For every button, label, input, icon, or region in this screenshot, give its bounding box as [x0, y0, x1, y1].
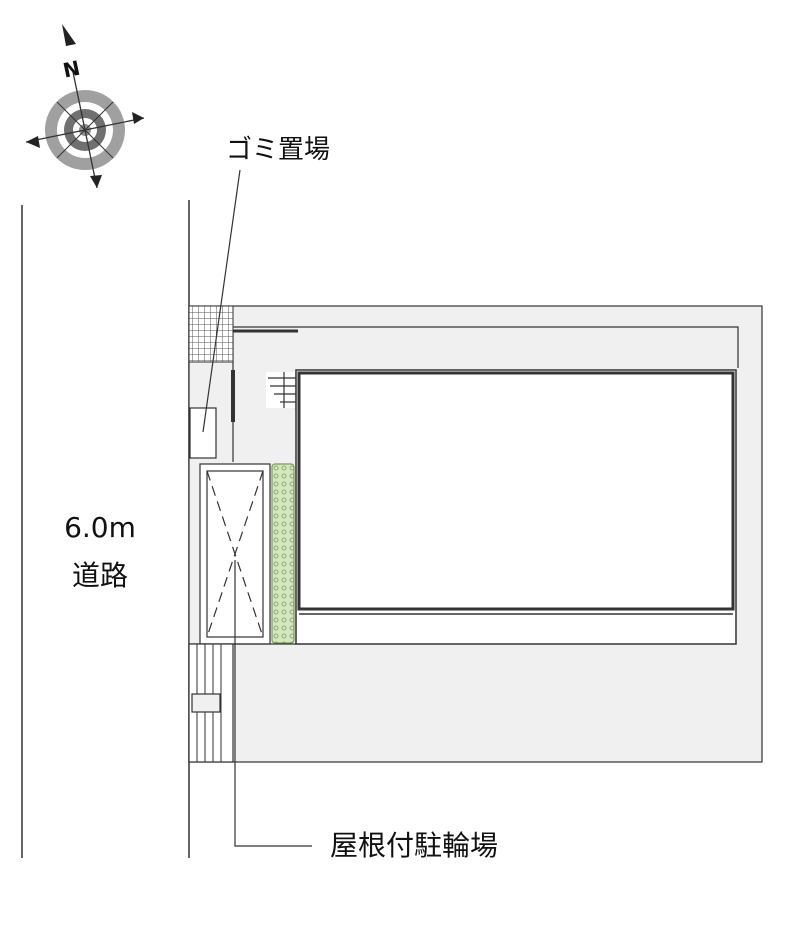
- road-width-label: 6.0m: [64, 511, 136, 544]
- compass-rose-icon: N: [25, 24, 145, 189]
- top-walkway: [233, 326, 739, 368]
- grid-paving: [188, 305, 234, 363]
- garbage-leader: [202, 169, 241, 433]
- road-label: 道路: [72, 559, 128, 592]
- garbage-area: [189, 407, 217, 459]
- bicycle-leader: [234, 560, 312, 847]
- bicycle-label: 屋根付駐輪場: [330, 829, 498, 862]
- garbage-label: ゴミ置場: [226, 135, 330, 165]
- north-label: N: [61, 56, 82, 83]
- hedge-planting: [271, 463, 295, 644]
- building-inner: [297, 371, 735, 611]
- stairs-icon: [266, 372, 297, 410]
